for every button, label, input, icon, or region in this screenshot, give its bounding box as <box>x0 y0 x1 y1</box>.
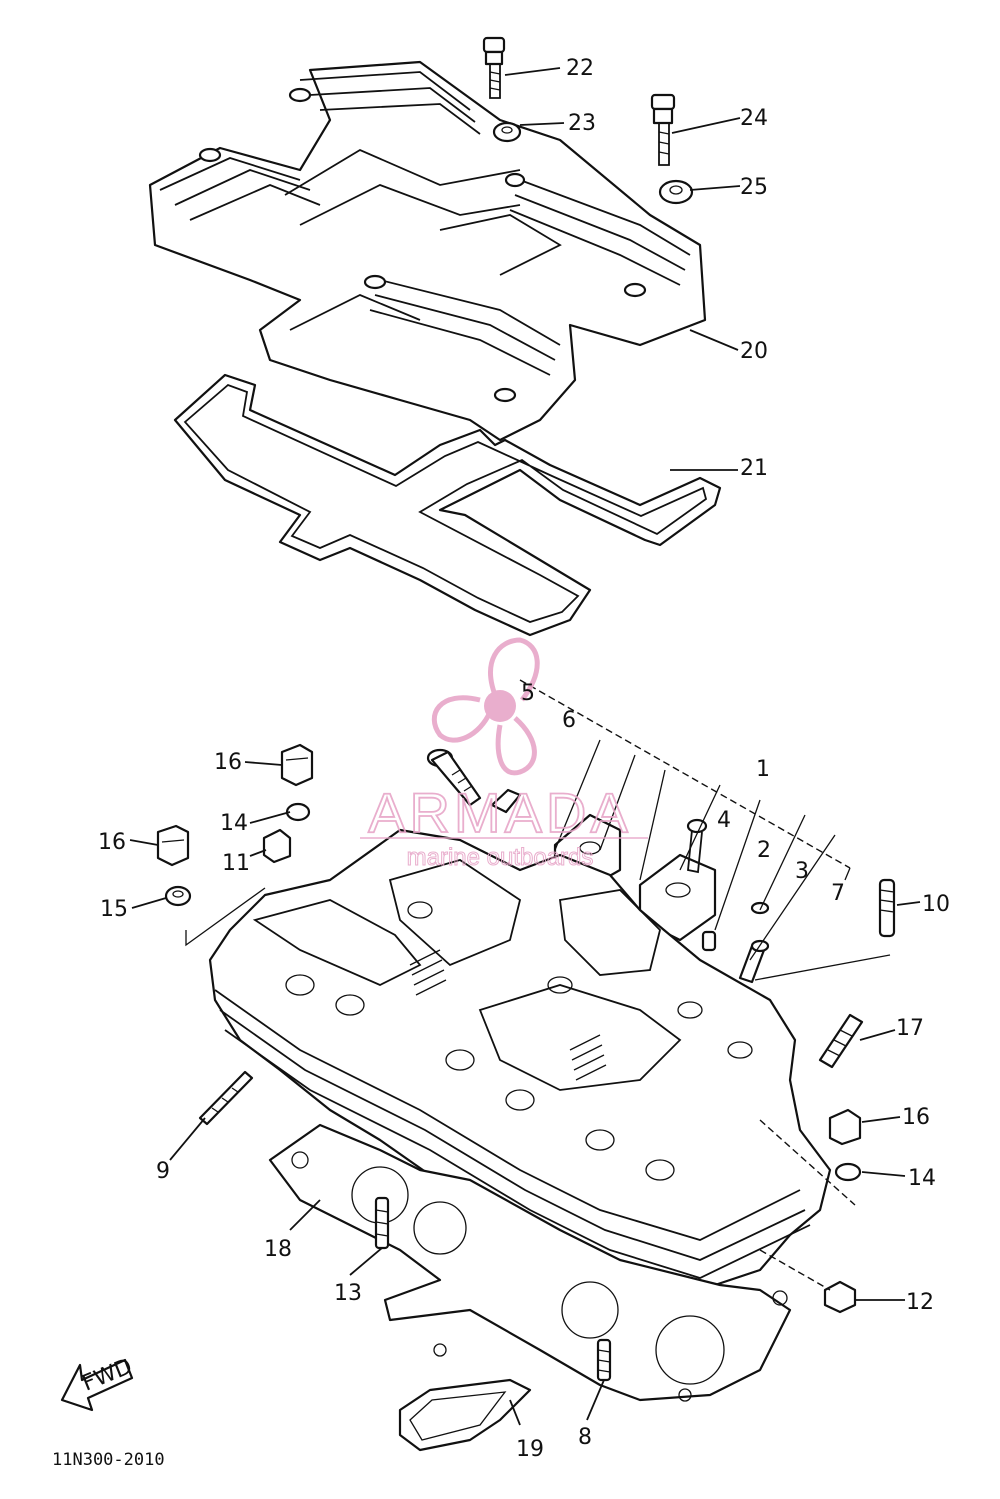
washer-14-top <box>285 802 311 822</box>
diagram-code: 11N300-2010 <box>52 1450 165 1470</box>
callout-13: 13 <box>334 1281 362 1306</box>
leader-group-left <box>185 887 266 947</box>
leader-stud-10 <box>754 954 891 981</box>
callout-1: 1 <box>756 757 770 782</box>
watermark-brand: ARMADA <box>368 781 632 844</box>
callout-2: 2 <box>757 838 771 863</box>
callout-20: 20 <box>740 339 768 364</box>
callout-15: 15 <box>100 897 128 922</box>
washer-25 <box>658 179 694 205</box>
stud-10 <box>878 878 896 938</box>
callout-3: 3 <box>795 859 809 884</box>
pin-3 <box>750 901 770 915</box>
callout-16-left: 16 <box>98 830 126 855</box>
bolt-9 <box>198 1070 254 1126</box>
callout-11: 11 <box>222 851 250 876</box>
bolt-22 <box>482 36 506 99</box>
fwd-arrow: FWD <box>60 1354 136 1412</box>
plug-12 <box>823 1280 857 1314</box>
callout-5: 5 <box>521 681 535 706</box>
callout-16-right: 16 <box>902 1105 930 1130</box>
callout-8: 8 <box>578 1425 592 1450</box>
cylinder-head <box>208 828 832 1297</box>
bracket-line-upper <box>519 679 851 869</box>
dowel-2 <box>701 930 717 952</box>
washer-14-right <box>834 1162 862 1182</box>
washer-15 <box>164 885 192 907</box>
stud-8 <box>596 1338 612 1382</box>
callout-7: 7 <box>831 881 845 906</box>
stud-13 <box>374 1196 390 1250</box>
bolt-5 <box>426 748 482 807</box>
callout-24: 24 <box>740 106 768 131</box>
callout-12: 12 <box>906 1290 934 1315</box>
callout-14-top: 14 <box>220 811 248 836</box>
callout-4: 4 <box>717 808 731 833</box>
callout-23: 23 <box>568 111 596 136</box>
callout-22: 22 <box>566 56 594 81</box>
callout-18: 18 <box>264 1237 292 1262</box>
grommet-23 <box>492 121 522 143</box>
armada-watermark: ARMADA marine outboards <box>360 637 648 872</box>
callout-10: 10 <box>922 892 950 917</box>
gasket-19 <box>398 1378 532 1452</box>
watermark-tagline: marine outboards <box>407 844 594 871</box>
callout-25: 25 <box>740 175 768 200</box>
cap-16-right <box>828 1108 862 1146</box>
bolt-24 <box>650 93 676 166</box>
callout-numbers: 1 2 3 4 5 6 7 8 9 10 11 12 13 14 14 15 1… <box>98 56 950 1462</box>
valve-cover <box>148 60 707 442</box>
cap-16-left <box>156 824 190 867</box>
callout-14-right: 14 <box>908 1166 936 1191</box>
callout-17: 17 <box>896 1016 924 1041</box>
bracket-line-12 <box>759 1249 831 1291</box>
callout-16-top: 16 <box>214 750 242 775</box>
propeller-icon <box>431 637 540 776</box>
leader-lines <box>129 67 921 1426</box>
valve-cover-gasket <box>173 373 722 637</box>
head-gasket <box>268 1123 792 1402</box>
spark-plug-17 <box>818 1013 864 1069</box>
leader-group-1 <box>554 739 851 961</box>
callout-6: 6 <box>562 708 576 733</box>
nut-11 <box>262 828 292 864</box>
callout-9: 9 <box>156 1159 170 1184</box>
callout-19: 19 <box>516 1437 544 1462</box>
tensioner-7 <box>738 939 770 984</box>
callout-21: 21 <box>740 456 768 481</box>
cap-16-top <box>280 743 314 787</box>
washer-6 <box>490 788 522 814</box>
